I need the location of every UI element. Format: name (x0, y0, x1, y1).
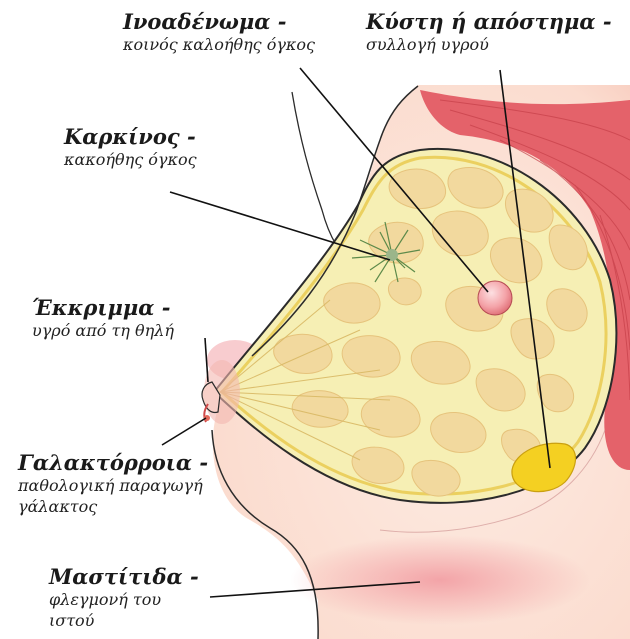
carcinoma-desc: κακοήθης όγκος (64, 149, 197, 170)
label-fibroadenoma: Ινοαδένωμα - κοινός καλοήθης όγκος (123, 10, 315, 55)
cyst-title: Κύστη ή απόστημα - (366, 10, 612, 34)
mastitis-zone (290, 535, 590, 625)
carcinoma-title: Καρκίνος - (64, 125, 197, 149)
cyst-desc: συλλογή υγρού (366, 34, 612, 55)
fibroadenoma-desc: κοινός καλοήθης όγκος (123, 34, 315, 55)
mastitis-desc-line2: ιστού (49, 610, 199, 631)
label-cyst: Κύστη ή απόστημα - συλλογή υγρού (366, 10, 612, 55)
fibroadenoma-title: Ινοαδένωμα - (123, 10, 315, 34)
mastitis-desc-line1: φλεγμονή του (49, 589, 199, 610)
label-galactorrhea: Γαλακτόρροια - παθολογική παραγωγή γάλακ… (18, 451, 208, 517)
mastitis-title: Μαστίτιδα - (49, 565, 199, 589)
galactorrhea-desc-line1: παθολογική παραγωγή (18, 475, 208, 496)
label-discharge: Έκκριμμα - υγρό από τη θηλή (32, 296, 174, 341)
label-carcinoma: Καρκίνος - κακοήθης όγκος (64, 125, 197, 170)
galactorrhea-title: Γαλακτόρροια - (18, 451, 208, 475)
discharge-desc: υγρό από τη θηλή (32, 320, 174, 341)
label-mastitis: Μαστίτιδα - φλεγμονή του ιστού (49, 565, 199, 631)
galactorrhea-desc-line2: γάλακτος (18, 496, 208, 517)
discharge-title: Έκκριμμα - (32, 296, 174, 320)
